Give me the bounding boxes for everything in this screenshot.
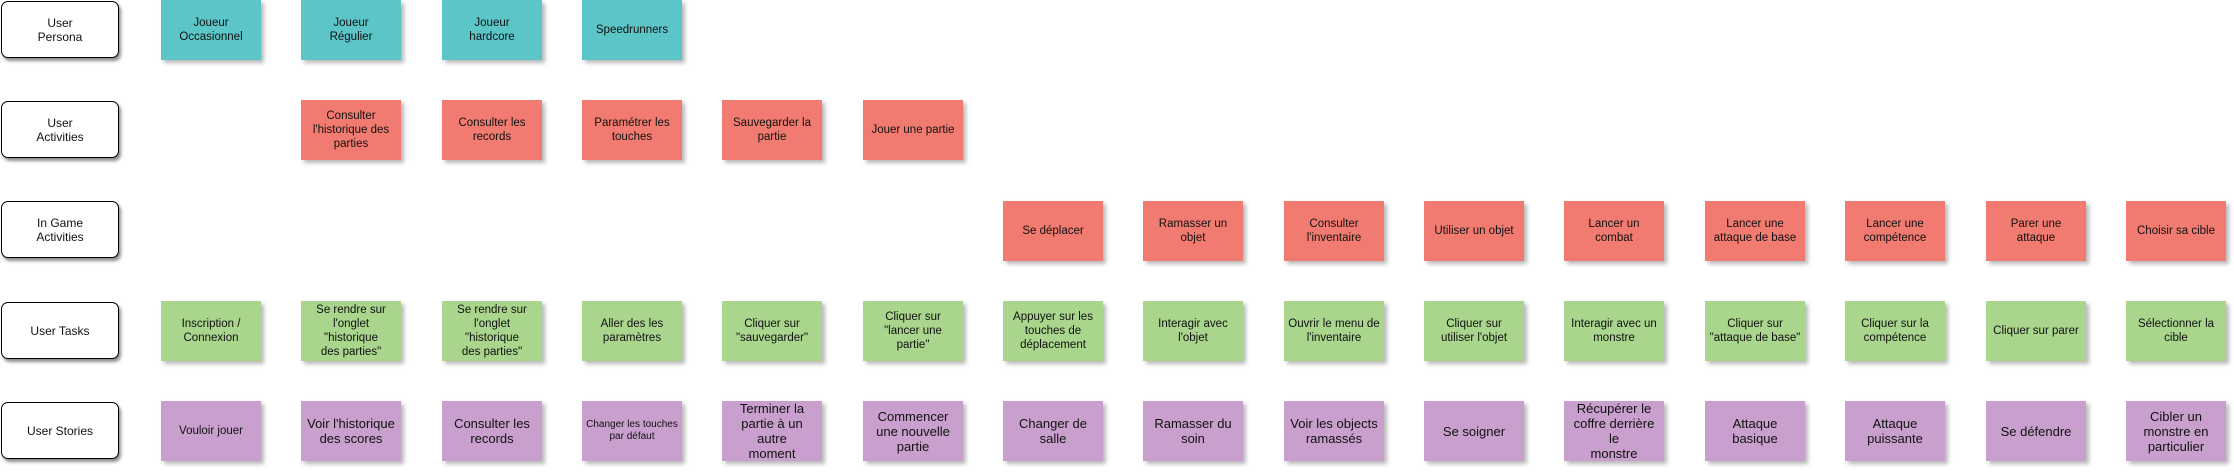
task-card: Cliquer sur "attaque de base" bbox=[1705, 301, 1805, 361]
story-card: Vouloir jouer bbox=[161, 401, 261, 461]
user-activity-card: Consulter les records bbox=[442, 100, 542, 160]
persona-card: Joueur hardcore bbox=[442, 0, 542, 60]
task-card: Interagir avec un monstre bbox=[1564, 301, 1664, 361]
persona-card: Joueur Occasionnel bbox=[161, 0, 261, 60]
story-card: Se défendre bbox=[1986, 401, 2086, 461]
task-card: Cliquer sur "lancer une partie" bbox=[863, 301, 963, 361]
user-activity-card: Sauvegarder la partie bbox=[722, 100, 822, 160]
row-label-user-stories: User Stories bbox=[1, 402, 119, 459]
ingame-activity-card: Lancer une compétence bbox=[1845, 201, 1945, 261]
user-activity-card: Paramétrer les touches bbox=[582, 100, 682, 160]
story-card: Ramasser du soin bbox=[1143, 401, 1243, 461]
ingame-activity-card: Se déplacer bbox=[1003, 201, 1103, 261]
story-card: Attaque puissante bbox=[1845, 401, 1945, 461]
ingame-activity-card: Choisir sa cible bbox=[2126, 201, 2226, 261]
story-card: Terminer la partie à un autre moment bbox=[722, 401, 822, 461]
story-card: Commencer une nouvelle partie bbox=[863, 401, 963, 461]
user-activity-card: Consulter l'historique des parties bbox=[301, 100, 401, 160]
task-card: Se rendre sur l'onglet "historique des p… bbox=[301, 301, 401, 361]
row-label-user-persona: User Persona bbox=[1, 1, 119, 58]
story-card: Cibler un monstre en particulier bbox=[2126, 401, 2226, 461]
row-label-user-activities: User Activities bbox=[1, 101, 119, 158]
user-activity-card: Jouer une partie bbox=[863, 100, 963, 160]
ingame-activity-card: Parer une attaque bbox=[1986, 201, 2086, 261]
task-card: Appuyer sur les touches de déplacement bbox=[1003, 301, 1103, 361]
story-card: Voir l'historique des scores bbox=[301, 401, 401, 461]
story-card: Récupérer le coffre derrière le monstre bbox=[1564, 401, 1664, 461]
persona-card: Joueur Régulier bbox=[301, 0, 401, 60]
task-card: Ouvrir le menu de l'inventaire bbox=[1284, 301, 1384, 361]
row-label-ingame-activities: In Game Activities bbox=[1, 201, 119, 258]
ingame-activity-card: Lancer une attaque de base bbox=[1705, 201, 1805, 261]
task-card: Se rendre sur l'onglet "historique des p… bbox=[442, 301, 542, 361]
task-card: Inscription / Connexion bbox=[161, 301, 261, 361]
ingame-activity-card: Lancer un combat bbox=[1564, 201, 1664, 261]
story-card: Changer les touches par défaut bbox=[582, 401, 682, 461]
task-card: Interagir avec l'objet bbox=[1143, 301, 1243, 361]
story-card: Voir les objects ramassés bbox=[1284, 401, 1384, 461]
ingame-activity-card: Utiliser un objet bbox=[1424, 201, 1524, 261]
task-card: Cliquer sur parer bbox=[1986, 301, 2086, 361]
story-card: Attaque basique bbox=[1705, 401, 1805, 461]
row-label-user-tasks: User Tasks bbox=[1, 302, 119, 359]
ingame-activity-card: Consulter l'inventaire bbox=[1284, 201, 1384, 261]
story-card: Consulter les records bbox=[442, 401, 542, 461]
story-card: Se soigner bbox=[1424, 401, 1524, 461]
task-card: Cliquer sur utiliser l'objet bbox=[1424, 301, 1524, 361]
persona-card: Speedrunners bbox=[582, 0, 682, 60]
task-card: Cliquer sur "sauvegarder" bbox=[722, 301, 822, 361]
task-card: Sélectionner la cible bbox=[2126, 301, 2226, 361]
story-card: Changer de salle bbox=[1003, 401, 1103, 461]
task-card: Aller des les paramètres bbox=[582, 301, 682, 361]
ingame-activity-card: Ramasser un objet bbox=[1143, 201, 1243, 261]
task-card: Cliquer sur la compétence bbox=[1845, 301, 1945, 361]
